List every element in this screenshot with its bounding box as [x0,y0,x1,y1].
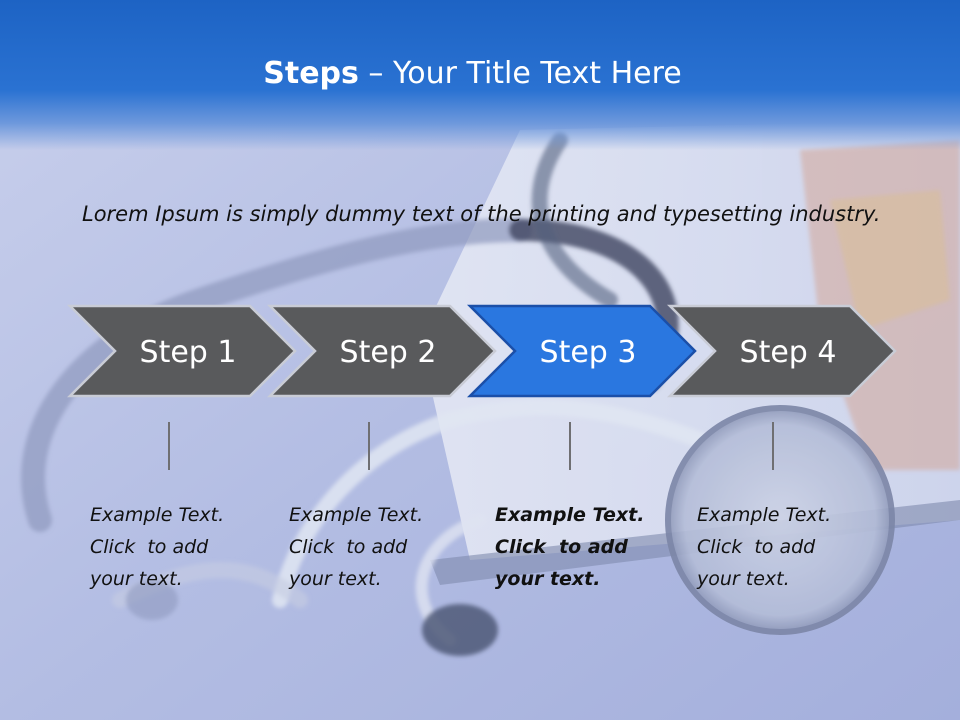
step-label-4: Step 4 [740,335,837,370]
step-chevron-4[interactable] [666,304,897,398]
title-bold: Steps [263,56,359,91]
note-line: your text. [289,568,382,590]
note-line: Example Text. [289,504,424,526]
title-text: – Your Title Text Here [358,56,682,91]
step-label-1: Step 1 [140,335,237,370]
step-connector-2 [368,422,370,470]
stethoscope-bell [665,405,895,635]
note-line: Click to add [289,536,408,558]
step-connector-4 [772,422,774,470]
note-line: your text. [495,568,601,590]
step-label-3: Step 3 [540,335,637,370]
note-line: Click to add [90,536,209,558]
step-note-3[interactable]: Example Text. Click to add your text. [495,499,675,595]
note-line: Click to add [697,536,816,558]
note-line: Example Text. [90,504,225,526]
slide-title: Steps – Your Title Text Here [0,56,945,91]
header-band [0,0,960,150]
step-label-2: Step 2 [340,335,437,370]
note-line: Click to add [495,536,628,558]
note-line: Example Text. [495,504,645,526]
step-note-1[interactable]: Example Text. Click to add your text. [90,499,270,595]
step-note-2[interactable]: Example Text. Click to add your text. [289,499,469,595]
note-line: your text. [697,568,790,590]
step-connector-3 [569,422,571,470]
step-note-4[interactable]: Example Text. Click to add your text. [697,499,877,595]
step-chevron-1[interactable] [66,304,297,398]
step-chevron-2[interactable] [266,304,497,398]
step-connector-1 [168,422,170,470]
note-line: Example Text. [697,504,832,526]
step-chevron-3[interactable] [466,304,697,398]
earpiece-tip [422,604,498,656]
note-line: your text. [90,568,183,590]
intro-text: Lorem Ipsum is simply dummy text of the … [82,202,881,226]
